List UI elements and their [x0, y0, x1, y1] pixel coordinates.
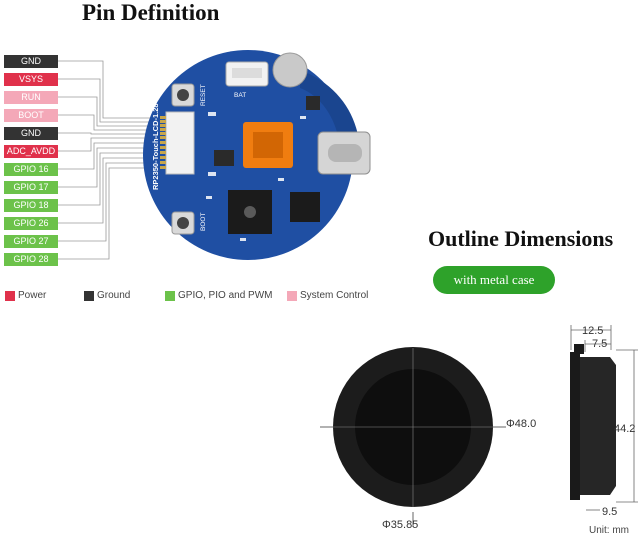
pcb-board — [143, 50, 371, 260]
unit-label: Unit: mm — [589, 525, 629, 536]
dimension-depth-step: 7.5 — [592, 338, 608, 350]
pin-label-gnd-2: GND — [4, 127, 58, 140]
dimension-height: 44.2 — [614, 423, 636, 435]
legend-swatch-gpio — [165, 291, 175, 301]
pin-label-gpio27: GPIO 27 — [4, 235, 58, 248]
pin-label-vsys: VSYS — [4, 73, 58, 86]
fpc-connector — [165, 111, 195, 175]
boot-label: BOOT — [200, 213, 207, 231]
dimension-outer-diameter: Φ48.0 — [506, 418, 537, 430]
case-side-view — [570, 325, 638, 511]
pin-label-gpio17: GPIO 17 — [4, 181, 58, 194]
dimension-inner-diameter: Φ35.85 — [382, 519, 419, 531]
pin-definition-title: Pin Definition — [82, 0, 220, 25]
pin-label-boot: BOOT — [4, 109, 58, 122]
legend-system-control: System Control — [300, 290, 369, 301]
dimension-depth-total: 12.5 — [582, 325, 604, 337]
pin-label-adc-avdd: ADC_AVDD — [4, 145, 58, 158]
pin-label-gpio26: GPIO 26 — [4, 217, 58, 230]
pin-label-gnd-1: GND — [4, 55, 58, 68]
pin-leader-lines — [58, 60, 162, 260]
battery-pad — [272, 52, 308, 88]
reset-label: RESET — [200, 84, 207, 106]
legend-swatch-power — [5, 291, 15, 301]
pin-label-gpio18: GPIO 18 — [4, 199, 58, 212]
pin-label-gpio16: GPIO 16 — [4, 163, 58, 176]
legend-power: Power — [18, 290, 47, 301]
bat-label: BAT — [234, 92, 246, 99]
flash-chip — [290, 192, 320, 222]
legend-swatch-ground — [84, 291, 94, 301]
metal-case-badge: with metal case — [433, 266, 555, 294]
dimension-base: 9.5 — [602, 506, 618, 518]
board-silkscreen-name: RP2350-Touch-LCD-1.28 — [151, 103, 160, 190]
legend-gpio: GPIO, PIO and PWM — [178, 290, 273, 301]
legend-swatch-system — [287, 291, 297, 301]
legend-ground: Ground — [97, 290, 131, 301]
raspberry-logo-icon — [244, 206, 256, 218]
outline-dimensions-title: Outline Dimensions — [428, 226, 614, 251]
pin-label-run: RUN — [4, 91, 58, 104]
pin-label-gpio28: GPIO 28 — [4, 253, 58, 266]
case-front-view — [320, 347, 506, 527]
